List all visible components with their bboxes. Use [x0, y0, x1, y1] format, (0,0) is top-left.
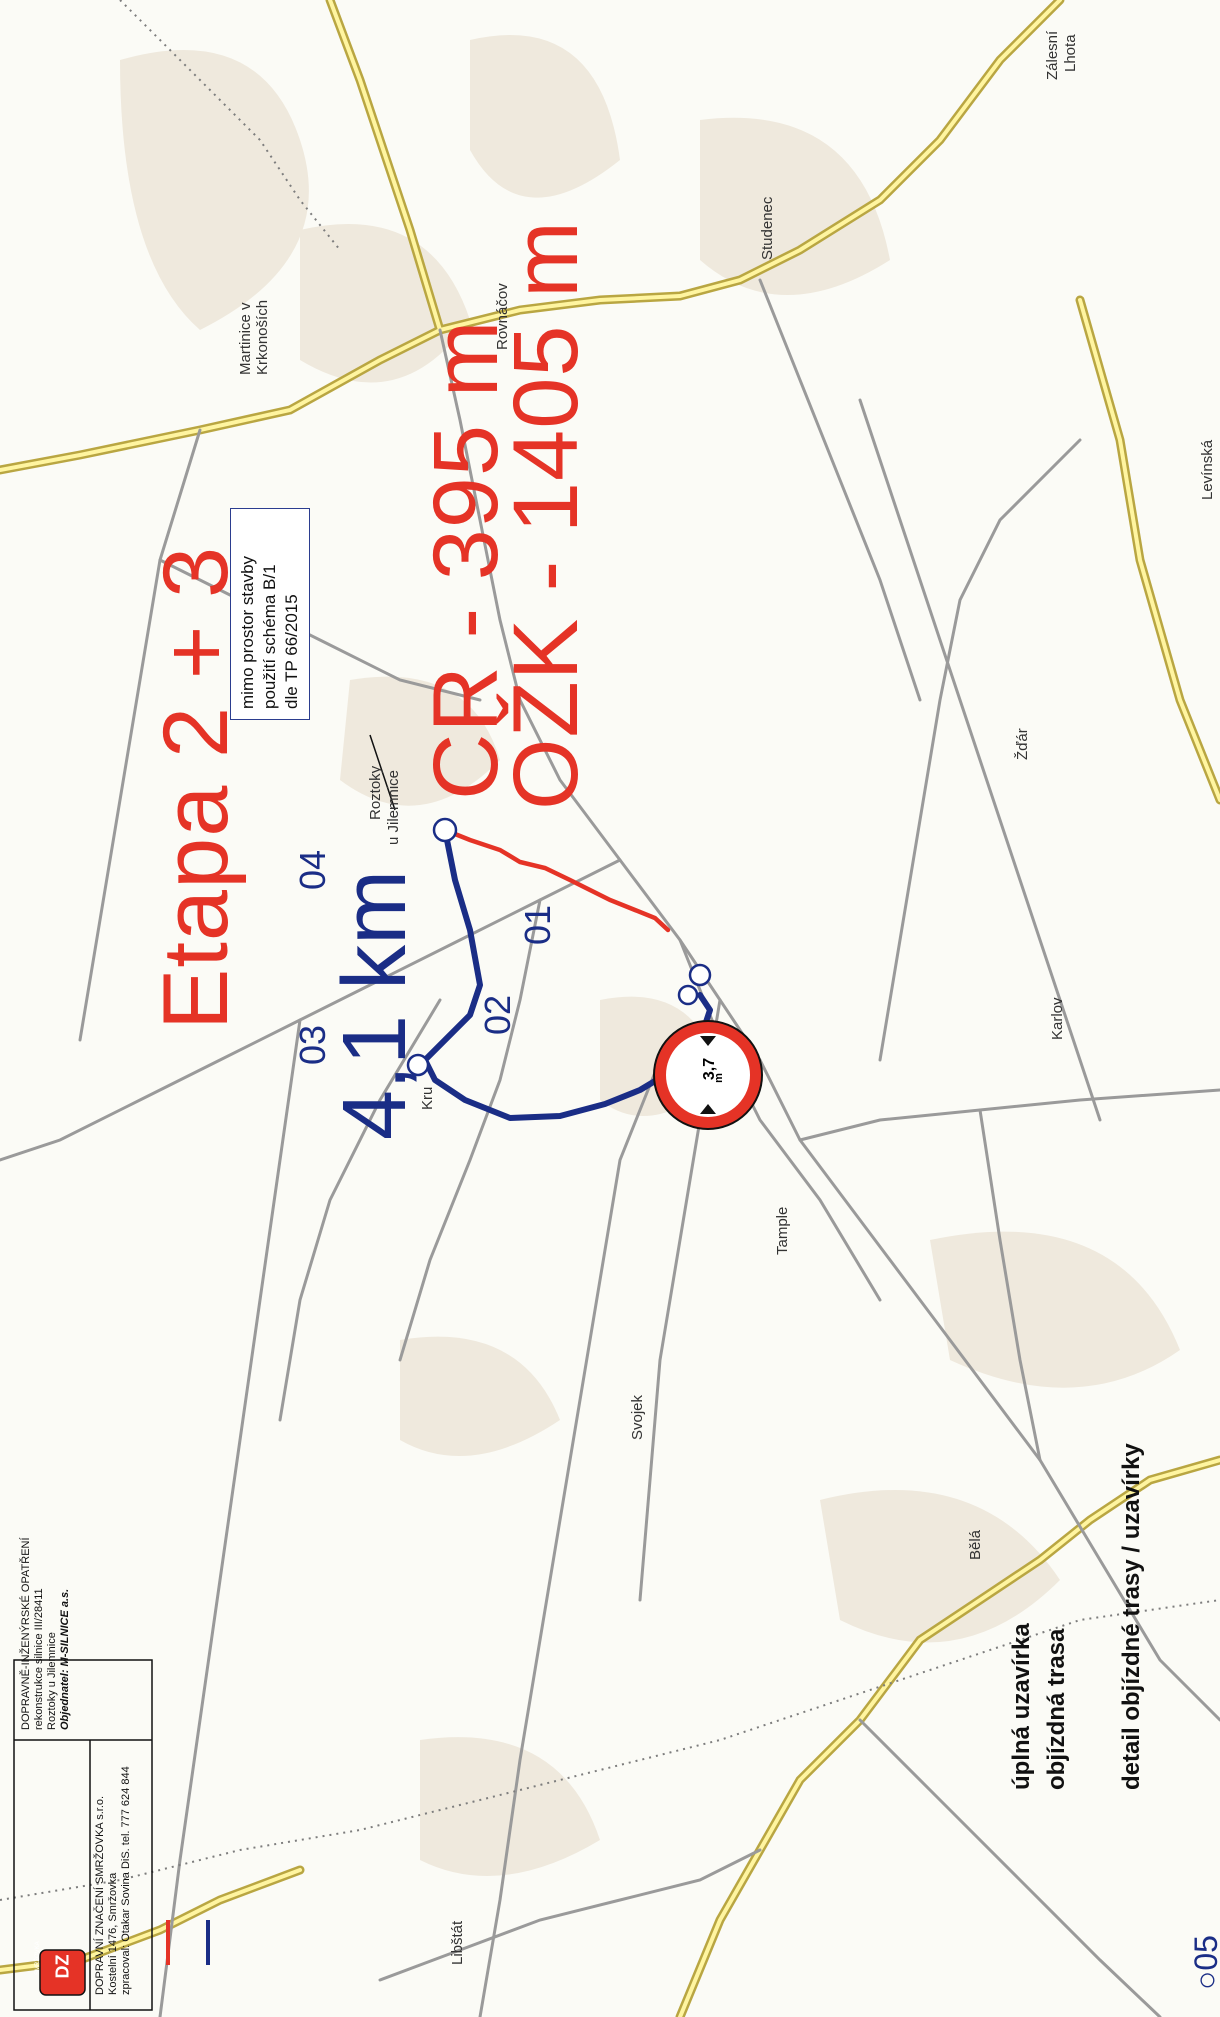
- place-zdar: Žďár: [1014, 728, 1031, 760]
- railway-lines: [0, 0, 1220, 1901]
- title-block-frame: [13, 1659, 153, 2011]
- full-closure-route: [442, 827, 671, 933]
- terrain-shading: [120, 35, 1180, 1876]
- company-logo: [39, 1949, 86, 1996]
- title-block-company: DOPRAVNÍ ZNAČENÍ SMRŽOVKA s.r.o. Kosteln…: [94, 1695, 133, 1995]
- stage-label: Etapa 2 + 3: [145, 545, 247, 1030]
- place-studenec: Studenec: [759, 196, 776, 260]
- point-label-04: 04: [292, 849, 333, 890]
- title-location: Roztoky u Jilemnice: [46, 1632, 58, 1730]
- point-label-02: 02: [477, 994, 518, 1035]
- title-company: DOPRAVNÍ ZNAČENÍ SMRŽOVKA s.r.o.: [94, 1795, 106, 1995]
- title-block-text: DOPRAVNĚ-INŽENÝRSKÉ OPATŘENÍ rekonstrukc…: [20, 1470, 72, 1730]
- annotation-line: použití schéma B/1: [260, 564, 279, 709]
- logo-text: DZ: [52, 1954, 73, 1979]
- height-limit-sign: [653, 1020, 763, 1130]
- ozk-length-label: OŽK - 1405 m: [495, 220, 597, 810]
- legend-detour: objízdná trasa: [1043, 1628, 1070, 1790]
- place-rovnacov: Rovnáčov: [494, 283, 511, 350]
- title-client: Objednatel: M-SILNICE a.s.: [59, 1588, 71, 1730]
- point-label-03: 03: [292, 1024, 333, 1065]
- annotation-line: mimo prostor stavby: [238, 555, 257, 709]
- place-bela: Bělá: [967, 1529, 984, 1560]
- detour-length-label: 4,1 km: [325, 869, 425, 1140]
- place-karlov: Karlov: [1049, 997, 1066, 1040]
- place-lhota: Lhota: [1062, 34, 1079, 72]
- height-limit-unit: m: [712, 1073, 725, 1083]
- detour-points: [406, 817, 712, 1077]
- place-martinice-2: Krkonoších: [254, 299, 271, 375]
- title-project: rekonstrukce silnice III/28411: [33, 1588, 45, 1730]
- place-roztoky-2: u Jilemnice: [385, 769, 402, 845]
- place-svojek: Svojek: [629, 1394, 646, 1440]
- point-label-01: 01: [517, 904, 558, 945]
- title-heading: DOPRAVNĚ-INŽENÝRSKÉ OPATŘENÍ: [20, 1537, 32, 1730]
- logo-subtext: SMRŽOVKA: [35, 1941, 41, 1975]
- place-zalesni: Zálesní: [1044, 30, 1061, 80]
- annotation-pointer: [369, 734, 396, 811]
- place-levinska: Levínská: [1199, 439, 1216, 500]
- place-kru: Kru: [419, 1086, 436, 1110]
- annotation-box: mimo prostor stavby použití schéma B/1 d…: [230, 508, 310, 720]
- annotation-line: dle TP 66/2015: [282, 594, 301, 709]
- place-martinice: Martinice v: [237, 302, 254, 375]
- place-libstat: Libštát: [449, 1920, 466, 1965]
- title-contact: zpracoval: Otakar Sovina DiS. tel. 777 6…: [120, 1766, 132, 1995]
- legend-detail: detail objízdné trasy / uzavírky: [1118, 1443, 1145, 1790]
- title-address: Kostelní 1476, Smržovka: [107, 1872, 119, 1995]
- place-tample: Tample: [774, 1206, 791, 1255]
- height-limit-value: 3,7: [701, 1057, 718, 1081]
- legend-detail-symbol: ○05: [1188, 1935, 1220, 1990]
- place-roztoky: Roztoky: [367, 765, 384, 820]
- minor-roads: [0, 278, 1220, 2017]
- legend-full-closure: úplná uzavírka: [1008, 1623, 1035, 1790]
